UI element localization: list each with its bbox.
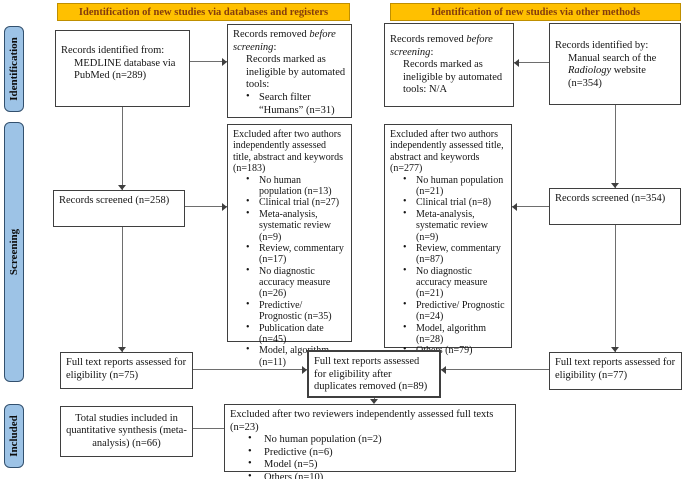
arrowhead [370, 399, 378, 404]
node-excluded-screening-db: Excluded after two authors independently… [227, 124, 352, 368]
header-other-methods: Identification of new studies via other … [390, 3, 681, 21]
arrowhead [302, 366, 307, 374]
connector-screened-to-fulltext-other [615, 225, 616, 352]
stage-label-screening: Screening [8, 228, 20, 276]
arrowhead [611, 347, 619, 352]
bullet-item: No diagnostic accuracy measure (n=21) [390, 265, 506, 300]
connector-identified-to-screened-other [615, 105, 616, 188]
node-fulltext-other: Full text reports assessed for eligibili… [549, 352, 682, 390]
bullet-item: Review, commentary (n=87) [390, 242, 506, 266]
bullet-list: No human population (n=13) Clinical tria… [233, 174, 346, 369]
arrowhead [222, 58, 227, 66]
arrowhead [118, 347, 126, 352]
node-text: Excluded after two reviewers independent… [230, 409, 494, 433]
bullet-item: Model, algorithm (n=28) [390, 322, 506, 346]
stage-bar-included: Included [4, 404, 24, 468]
bullet-item: No human population (n=2) [230, 433, 510, 447]
bullet-list: No human population (n=21) Clinical tria… [390, 174, 506, 357]
bullet-item: Model (n=5) [230, 458, 510, 472]
node-text-italic: Radiology [568, 65, 612, 77]
node-text: : [430, 46, 434, 58]
node-records-removed-other: Records removed before screening: Record… [384, 23, 514, 107]
node-text: MEDLINE database via PubMed (n=289) [74, 57, 176, 82]
node-text: Records marked as ineligible by automate… [246, 54, 346, 91]
bullet-item: Clinical trial (n=27) [233, 196, 346, 208]
node-excluded-screening-other: Excluded after two authors independently… [384, 124, 512, 356]
node-fulltext-db: Full text reports assessed for eligibili… [60, 352, 193, 389]
arrowhead [514, 59, 519, 67]
node-text-italic: before screening [233, 29, 336, 53]
connector-included-to-excluded-fulltext [193, 428, 224, 429]
bullet-item: Clinical trial (n=8) [390, 196, 506, 208]
node-text: Excluded after two authors independently… [390, 129, 504, 175]
header-databases-registers: Identification of new studies via databa… [57, 3, 350, 21]
node-text: Records removed before screening: [390, 34, 508, 59]
node-text-italic: before screening [390, 34, 493, 58]
stage-bar-identification: Identification [4, 26, 24, 112]
bullet-list: Search filter “Humans” (n=31) [233, 91, 346, 117]
arrowhead [512, 203, 517, 211]
bullet-item: Predictive (n=6) [230, 446, 510, 460]
connector-fulltext-other-to-merged [441, 369, 549, 370]
arrowhead [441, 366, 446, 374]
stage-label-included: Included [8, 415, 21, 457]
node-records-screened-other: Records screened (n=354) [549, 188, 681, 225]
bullet-item: Model, algorithm (n=11) [233, 344, 346, 368]
node-text: Records identified by: [555, 40, 649, 51]
bullet-item: Predictive/ Prognostic (n=35) [233, 299, 346, 323]
node-records-removed-db: Records removed before screening: Record… [227, 24, 352, 118]
node-fulltext-merged: Full text reports assessed for eligibili… [307, 350, 441, 398]
node-excluded-fulltext: Excluded after two reviewers independent… [224, 404, 516, 479]
connector-screened-to-fulltext-db [122, 227, 123, 352]
stage-label-identification: Identification [8, 37, 20, 101]
connector-screened-to-excluded-other [512, 206, 549, 207]
connector-screened-to-excluded-db [185, 206, 227, 207]
bullet-item: Publication date (n=45) [233, 322, 346, 346]
bullet-item: Others (n=10) [230, 471, 510, 479]
bullet-item: Search filter “Humans” (n=31) [233, 91, 346, 117]
connector-identified-to-screened-db [122, 107, 123, 190]
bullet-item: Meta-analysis, systematic review (n=9) [390, 208, 506, 243]
node-text: Records removed [233, 29, 310, 40]
bullet-item: Review, commentary (n=17) [233, 242, 346, 266]
node-text: Records identified from: [61, 45, 165, 56]
node-text: Records removed [390, 34, 467, 45]
connector-identified-to-removed-other [514, 62, 549, 63]
stage-bar-screening: Screening [4, 122, 24, 382]
arrowhead [222, 203, 227, 211]
bullet-item: Predictive/ Prognostic (n=24) [390, 299, 506, 323]
bullet-item: No human population (n=13) [233, 174, 346, 198]
node-text: : [273, 41, 277, 53]
arrowhead [118, 185, 126, 190]
node-records-identified-other: Records identified by: Manual search of … [549, 23, 681, 105]
bullet-item: No diagnostic accuracy measure (n=26) [233, 265, 346, 300]
node-text: Manual search of the Radiology website (… [555, 53, 675, 91]
bullet-item: Meta-analysis, systematic review (n=9) [233, 208, 346, 243]
node-text: Manual search of the [568, 52, 657, 64]
node-records-screened-db: Records screened (n=258) [53, 190, 185, 227]
node-text: website (n=354) [568, 65, 646, 89]
connector-identified-to-removed-db [190, 61, 227, 62]
node-included-total: Total studies included in quantitative s… [60, 406, 193, 457]
bullet-list: No human population (n=2) Predictive (n=… [230, 433, 510, 479]
bullet-item: No human population (n=21) [390, 174, 506, 198]
node-records-identified-db: Records identified from: MEDLINE databas… [55, 30, 190, 107]
node-text: Records removed before screening: [233, 29, 346, 54]
node-text: Excluded after two authors independently… [233, 129, 343, 175]
arrowhead [611, 183, 619, 188]
node-text: Records marked as ineligible by automate… [403, 59, 503, 96]
connector-fulltext-db-to-merged [193, 369, 307, 370]
